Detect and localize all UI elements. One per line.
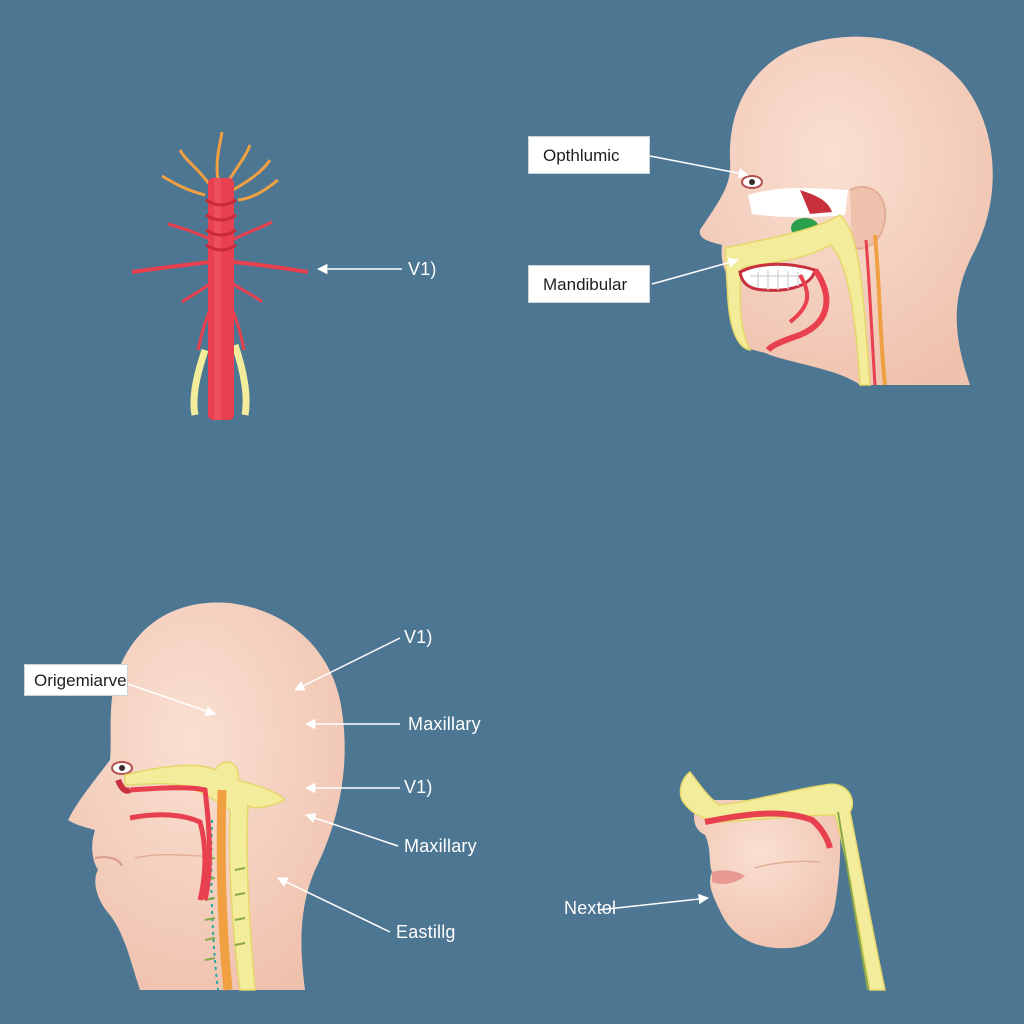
leader-line-trigeminal [127, 683, 216, 716]
leader-line-ophthalmic [649, 155, 750, 179]
label-ophthalmic: Opthlumic [528, 136, 650, 174]
panel-3-head-profile [68, 602, 345, 991]
leader-line-maxillary-bottom [305, 813, 399, 847]
panel-1-nerve-trunk [131, 131, 309, 420]
label-maxillary-bottom: Maxillary [404, 836, 477, 856]
label-nasal: Nextol [564, 898, 617, 918]
label-v1-mid: V1) [404, 777, 433, 797]
leader-line-nasal [597, 893, 710, 911]
leader-line-bottom [277, 877, 391, 933]
leader-line-mandibular [651, 257, 740, 285]
panel-2-head-profile [699, 36, 993, 386]
label-trigeminal: Origemiarve [24, 664, 128, 696]
panel-4-lower-face [679, 770, 886, 991]
label-bottom: Eastillg [396, 922, 456, 942]
label-maxillary-top: Maxillary [408, 714, 481, 734]
label-mandibular: Mandibular [528, 265, 650, 303]
leader-line-v1-top [294, 637, 401, 691]
label-v1-top: V1) [404, 627, 433, 647]
label-v1-panel1: V1) [408, 259, 437, 279]
